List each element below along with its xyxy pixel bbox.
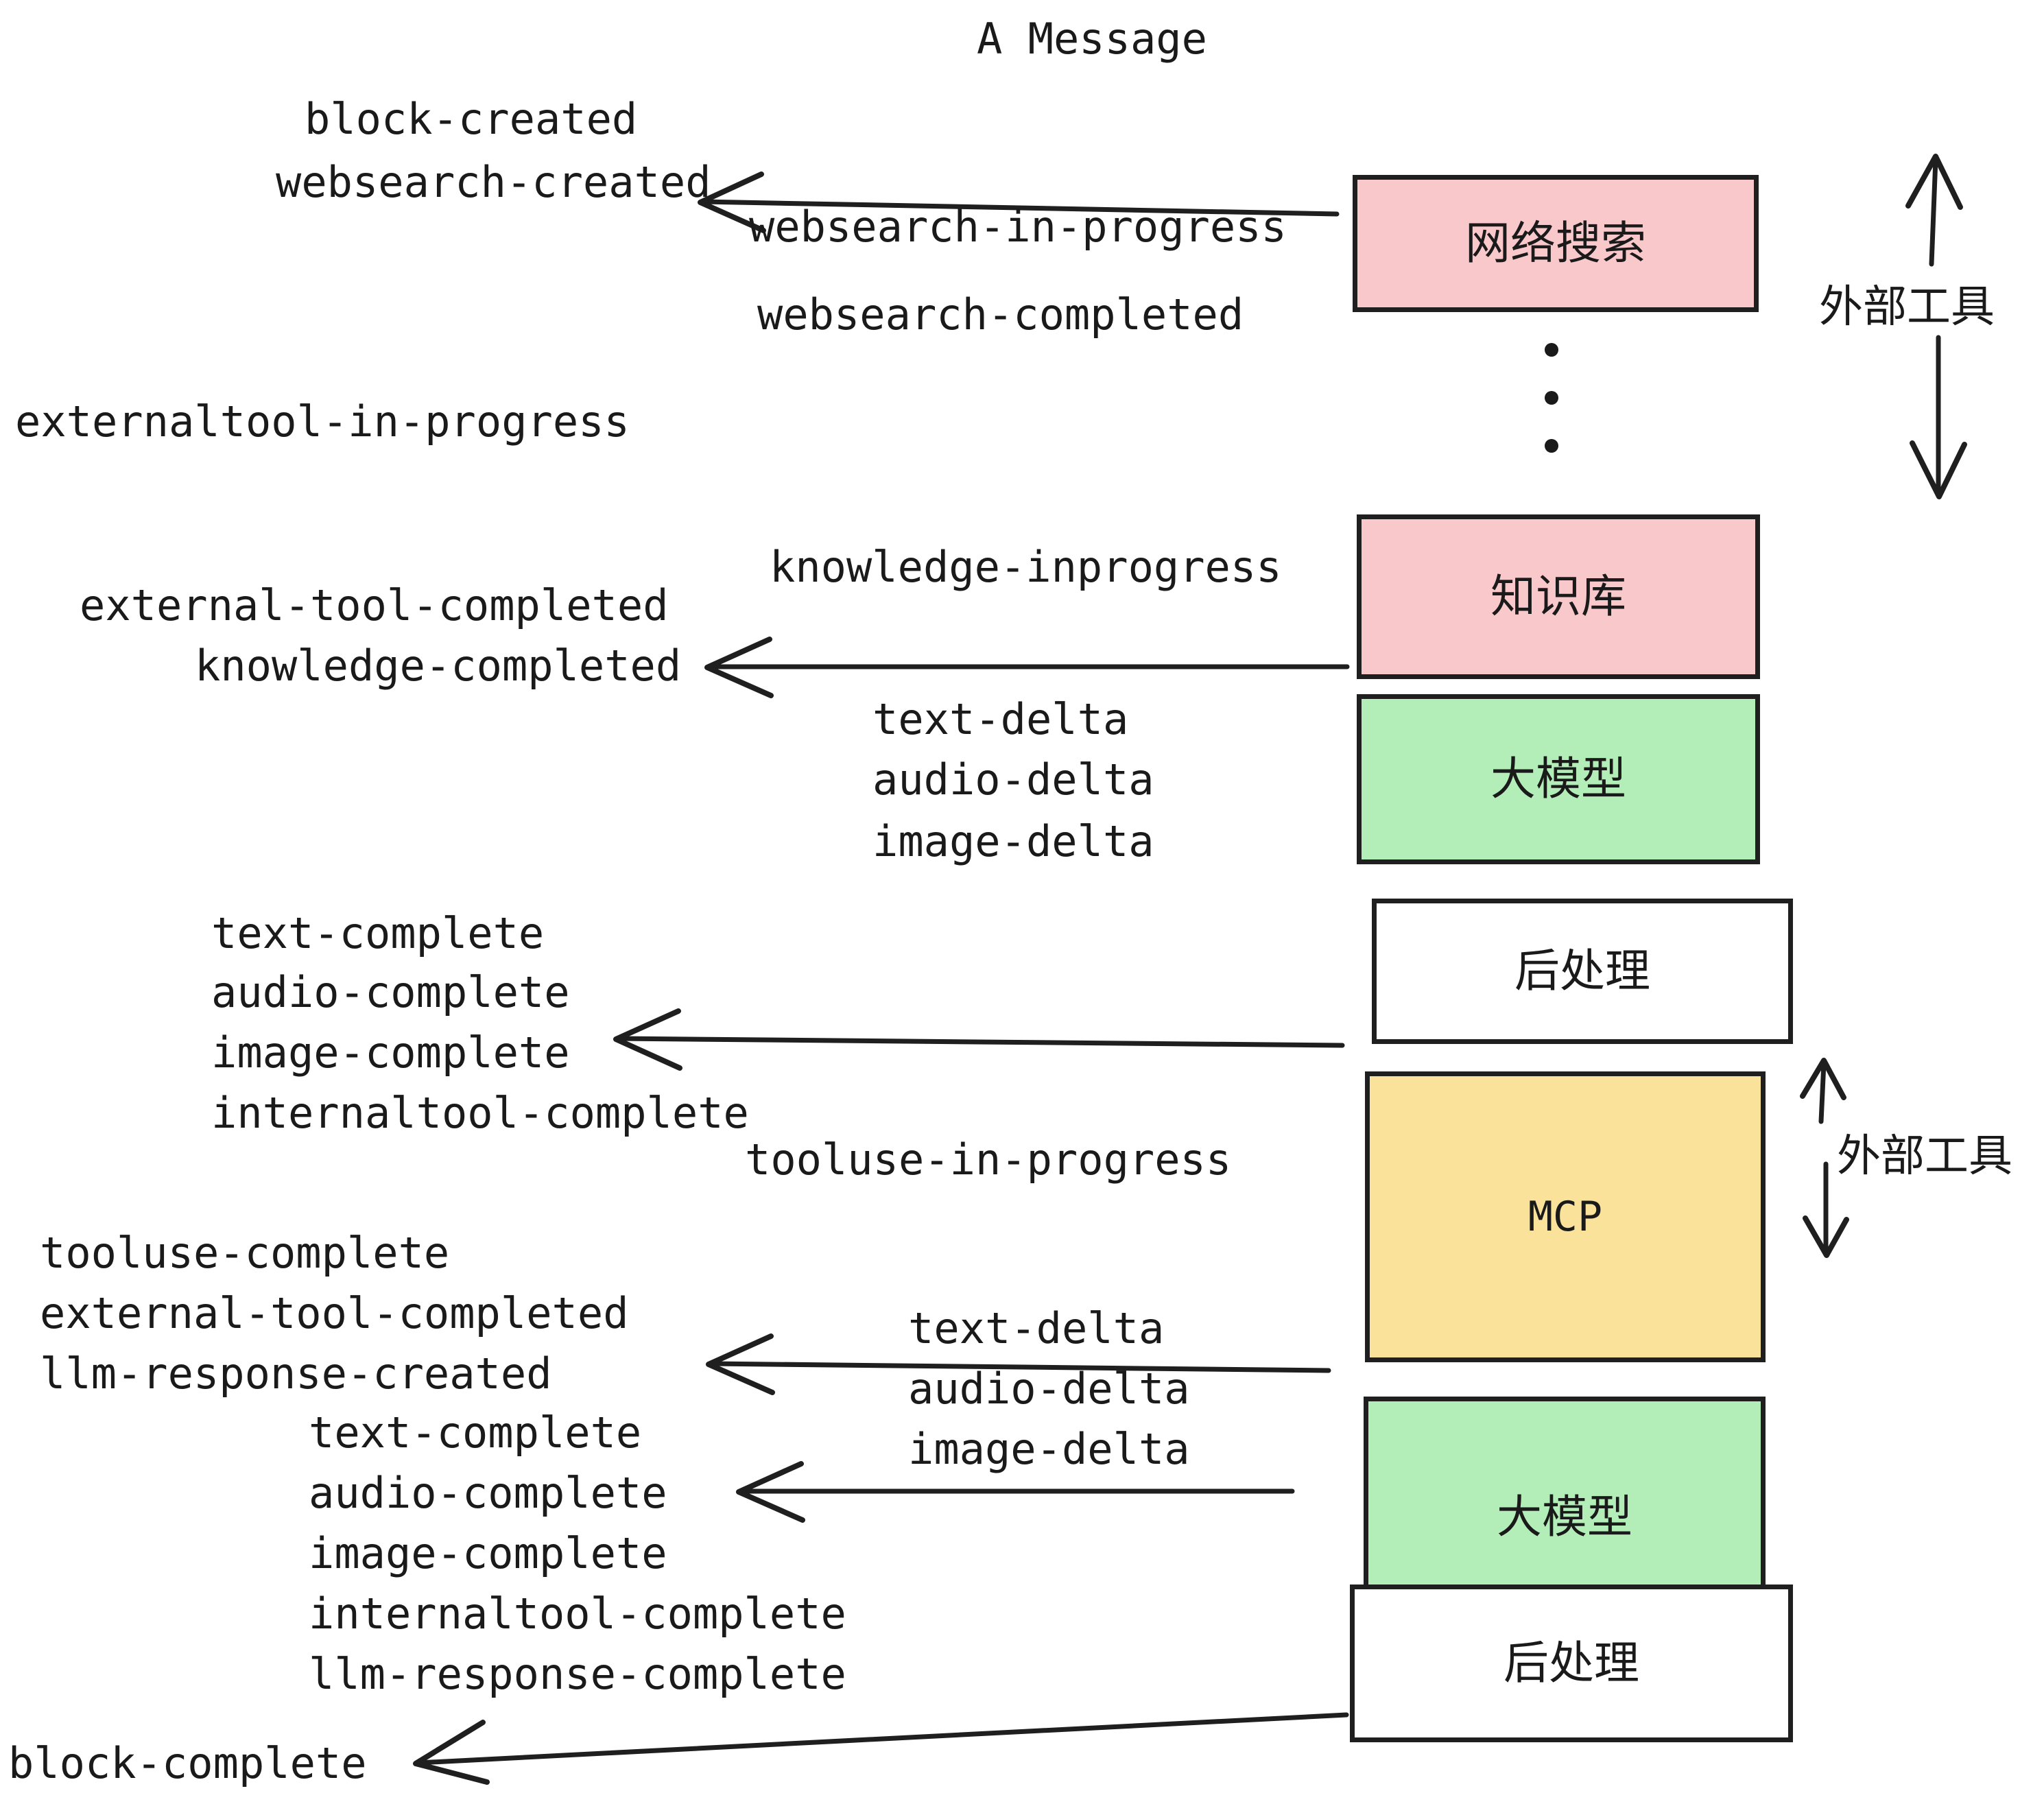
event-llm-response-complete: llm-response-complete (309, 1649, 846, 1699)
event-tooluse-complete: tooluse-complete (40, 1228, 450, 1278)
event-image-complete-1: image-complete (211, 1028, 570, 1078)
node-knowledge: 知识库 (1357, 514, 1760, 679)
ellipsis-dot-1 (1545, 343, 1558, 357)
external-tool-arrow-up-bottom (1800, 1058, 1846, 1124)
event-llm-response-created: llm-response-created (40, 1349, 552, 1399)
external-tool-arrow-down-top (1910, 335, 1967, 499)
node-knowledge-label: 知识库 (1490, 570, 1626, 623)
event-websearch-in-progress: websearch-in-progress (749, 202, 1287, 252)
event-externaltool-in-progress: externaltool-in-progress (15, 396, 630, 447)
event-image-delta-1: image-delta (872, 816, 1154, 866)
event-text-complete-1: text-complete (211, 908, 545, 958)
node-websearch: 网络搜索 (1353, 175, 1759, 312)
diagram-title: A Message (977, 14, 1207, 64)
event-websearch-completed: websearch-completed (757, 289, 1244, 340)
event-image-delta-2: image-delta (908, 1424, 1190, 1474)
arrow-llm-to-image-complete (613, 1008, 1345, 1071)
event-external-tool-completed-2: external-tool-completed (40, 1288, 629, 1338)
node-postprocess-1: 后处理 (1372, 899, 1793, 1044)
node-websearch-label: 网络搜索 (1465, 217, 1646, 270)
external-tool-arrow-up-top (1905, 154, 1963, 267)
event-external-tool-completed-1: external-tool-completed (80, 580, 669, 630)
event-image-complete-2: image-complete (309, 1528, 667, 1578)
event-text-delta-2: text-delta (908, 1303, 1165, 1353)
node-mcp: MCP (1365, 1071, 1766, 1362)
annotation-external-tool-bottom: 外部工具 (1837, 1131, 2012, 1182)
vertical-ellipsis (1543, 343, 1560, 453)
event-internaltool-complete-1: internaltool-complete (211, 1088, 749, 1138)
event-audio-delta-1: audio-delta (872, 755, 1154, 805)
event-audio-complete-1: audio-complete (211, 967, 570, 1017)
node-llm-2-label: 大模型 (1497, 1491, 1632, 1543)
arrow-postprocess-to-block-complete (413, 1712, 1349, 1785)
node-mcp-label: MCP (1528, 1193, 1603, 1241)
event-tooluse-in-progress: tooluse-in-progress (745, 1135, 1232, 1185)
event-text-delta-1: text-delta (872, 694, 1129, 744)
ellipsis-dot-3 (1545, 439, 1558, 453)
event-block-complete: block-complete (8, 1738, 367, 1788)
event-text-complete-2: text-complete (309, 1408, 642, 1458)
node-llm-1: 大模型 (1357, 694, 1760, 864)
node-postprocess-2: 后处理 (1350, 1585, 1793, 1742)
event-audio-delta-2: audio-delta (908, 1364, 1190, 1414)
node-llm-1-label: 大模型 (1490, 752, 1626, 805)
annotation-external-tool-top: 外部工具 (1819, 282, 1995, 333)
node-postprocess-1-label: 后处理 (1514, 945, 1650, 997)
arrow-knowledge-to-completed (704, 637, 1350, 698)
ellipsis-dot-2 (1545, 391, 1558, 405)
event-internaltool-complete-2: internaltool-complete (309, 1589, 846, 1639)
event-block-created: block-created (305, 94, 638, 144)
event-websearch-created: websearch-created (276, 157, 711, 207)
node-postprocess-2-label: 后处理 (1504, 1637, 1639, 1689)
event-audio-complete-2: audio-complete (309, 1468, 667, 1518)
event-knowledge-inprogress: knowledge-inprogress (770, 542, 1282, 592)
event-knowledge-completed: knowledge-completed (195, 641, 682, 691)
